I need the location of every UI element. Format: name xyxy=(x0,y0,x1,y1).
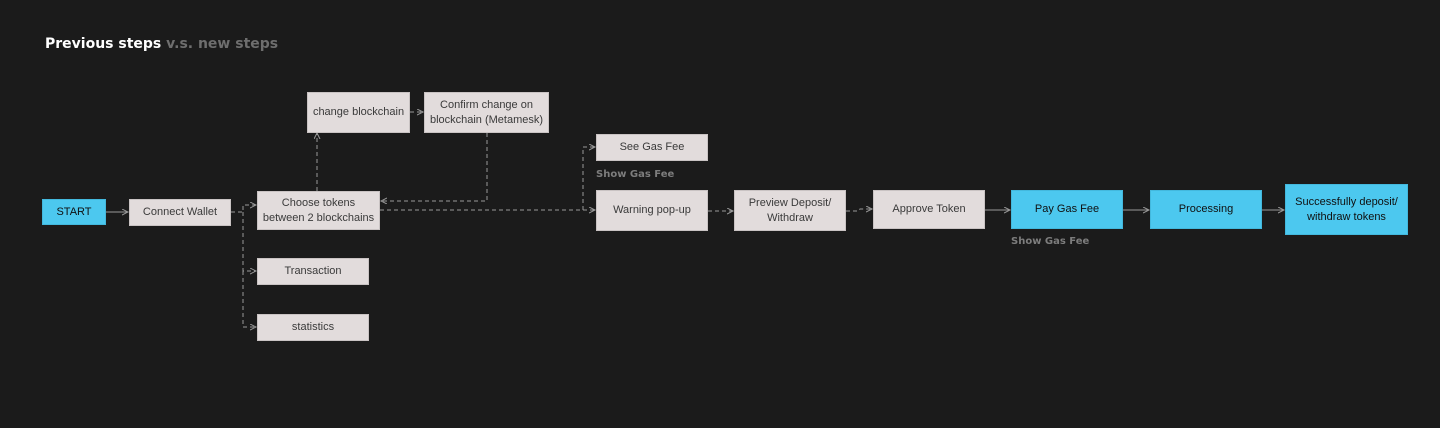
diagram-title: Previous steps v.s. new steps xyxy=(45,36,278,52)
node-see-gas-fee: See Gas Fee xyxy=(596,134,708,161)
edge-connect-statistics xyxy=(242,271,256,327)
node-statistics: statistics xyxy=(257,314,369,341)
edge-connect-choose xyxy=(231,205,256,213)
caption-show-gas-fee-bottom: Show Gas Fee xyxy=(1011,236,1090,247)
node-pay-gas-fee: Pay Gas Fee xyxy=(1011,190,1123,229)
edge-confirm-choose xyxy=(381,133,488,201)
node-change-blockchain: change blockchain xyxy=(307,92,410,133)
edge-preview-approve xyxy=(846,209,872,211)
node-connect-wallet: Connect Wallet xyxy=(129,199,231,226)
node-choose-tokens: Choose tokens between 2 blockchains xyxy=(257,191,380,230)
edge-choose-seegas xyxy=(582,147,595,210)
node-success: Successfully deposit/ withdraw tokens xyxy=(1285,184,1408,235)
node-confirm-change: Confirm change on blockchain (Metamesk) xyxy=(424,92,549,133)
node-start: START xyxy=(42,199,106,225)
node-warning-popup: Warning pop-up xyxy=(596,190,708,231)
title-sub: v.s. new steps xyxy=(166,36,279,52)
node-approve-token: Approve Token xyxy=(873,190,985,229)
edge-connect-transaction xyxy=(242,212,256,271)
node-processing: Processing xyxy=(1150,190,1262,229)
node-transaction: Transaction xyxy=(257,258,369,285)
title-main: Previous steps xyxy=(45,36,162,52)
node-preview-deposit: Preview Deposit/ Withdraw xyxy=(734,190,846,231)
caption-show-gas-fee-top: Show Gas Fee xyxy=(596,169,675,180)
